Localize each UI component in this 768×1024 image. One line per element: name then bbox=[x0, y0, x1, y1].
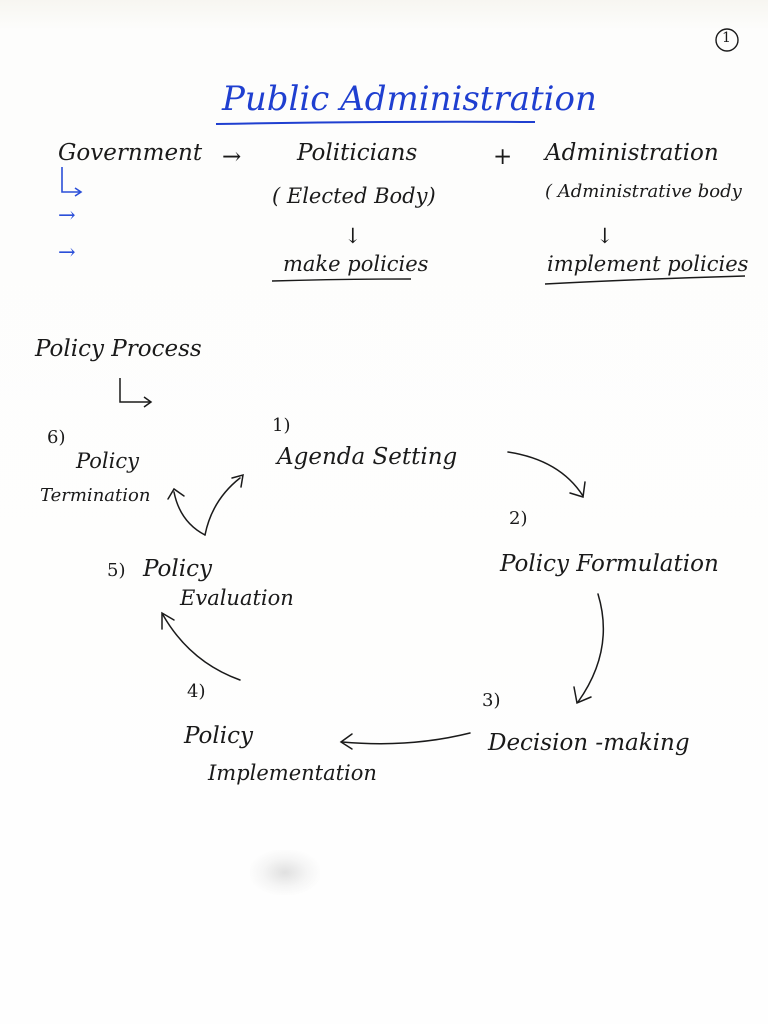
step-6-label-line-1: Policy bbox=[76, 449, 139, 473]
policy-process-heading: Policy Process bbox=[35, 336, 202, 362]
arrow-evaluation-to-termination bbox=[173, 491, 206, 536]
page-number: 1 bbox=[722, 30, 731, 46]
implement-policies-label: implement policies bbox=[547, 252, 749, 276]
arrow-evaluation-to-agenda bbox=[204, 477, 241, 536]
step-2-number: 2) bbox=[509, 508, 528, 529]
arrow-formulation-to-decision bbox=[577, 593, 605, 703]
make-policies-label: make policies bbox=[283, 252, 429, 276]
step-2-label: Policy Formulation bbox=[500, 551, 719, 577]
bullet-arrow-1: → bbox=[58, 203, 76, 227]
arrow-decision-to-implementation bbox=[341, 732, 471, 745]
down-arrow-administration: ↓ bbox=[596, 224, 614, 248]
government-label: Government bbox=[58, 140, 203, 166]
step-3-number: 3) bbox=[482, 690, 501, 711]
elected-body-label: ( Elected Body) bbox=[272, 184, 436, 208]
step-4-number: 4) bbox=[187, 681, 206, 702]
politicians-label: Politicians bbox=[297, 140, 418, 166]
step-3-label: Decision -making bbox=[488, 730, 690, 756]
right-arrow: → bbox=[222, 144, 242, 170]
administration-label: Administration bbox=[545, 140, 719, 166]
step-5-label-line-2: Evaluation bbox=[180, 586, 294, 610]
step-4-label-line-1: Policy bbox=[184, 723, 253, 749]
step-5-label-line-1: Policy bbox=[143, 556, 212, 582]
step-6-label-line-2: Termination bbox=[40, 485, 151, 506]
down-arrow-politicians: ↓ bbox=[344, 224, 362, 248]
step-5-number: 5) bbox=[107, 560, 126, 581]
arrow-agenda-to-formulation bbox=[507, 451, 584, 497]
step-1-label: Agenda Setting bbox=[277, 444, 458, 470]
bullet-arrow-2: → bbox=[58, 240, 76, 264]
administrative-body-label: ( Administrative body bbox=[545, 181, 742, 202]
plus-sign: + bbox=[493, 144, 513, 170]
step-4-label-line-2: Implementation bbox=[208, 761, 377, 785]
page-title: Public Administration bbox=[222, 79, 597, 119]
paper-smudge bbox=[250, 850, 320, 895]
arrow-implementation-to-evaluation bbox=[162, 614, 241, 681]
step-1-number: 1) bbox=[272, 415, 291, 436]
step-6-number: 6) bbox=[47, 427, 66, 448]
